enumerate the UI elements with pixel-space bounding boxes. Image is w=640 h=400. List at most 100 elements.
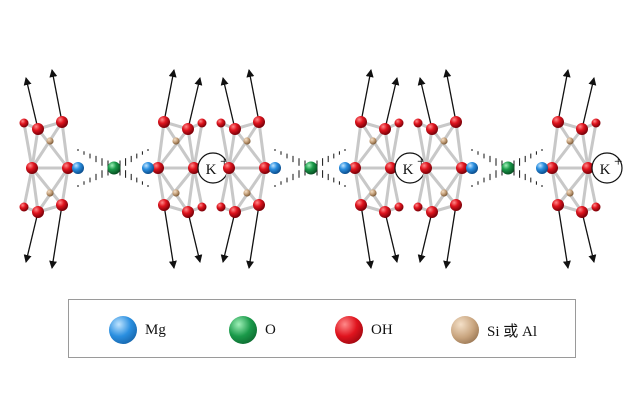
arrow [23,211,39,263]
bond [30,127,40,170]
legend-label-o: O [265,321,276,338]
oh-atom [546,162,558,174]
oh-atom [56,116,68,128]
structure-units: K+K+K+ [19,69,623,269]
bond [430,166,464,214]
bond [186,166,196,214]
oh-atom [582,162,594,174]
bond [30,120,64,170]
mg-atom [536,162,548,174]
bond [30,166,64,207]
bond [162,120,196,170]
oh-atom [19,202,29,212]
bond [416,121,428,170]
arrow [360,69,374,123]
bond [359,166,393,207]
mg-atom [72,162,84,174]
o-atom [107,161,121,175]
bond [586,121,598,170]
bond [60,166,70,207]
oh-atom [259,162,271,174]
mg-atom [142,162,154,174]
bond [353,166,363,207]
oh-atom [552,116,564,128]
oh-atom [576,206,588,218]
arrow [384,211,400,263]
k-ion-label: K [403,162,414,178]
bond [416,166,428,209]
arrow [220,211,236,263]
oh-atom [576,123,588,135]
bond [36,166,70,214]
oh-atom [355,199,367,211]
arrow [443,69,457,123]
oh-atom [188,162,200,174]
oh-atom [413,202,423,212]
bond [359,120,393,170]
legend-item-o: O [229,315,276,345]
arrow [163,204,177,269]
bond [227,120,261,170]
oh-atom [216,202,226,212]
oh-atom [197,202,207,212]
k-ion-charge: + [220,154,228,170]
oh-atom [253,116,265,128]
arrow [163,69,177,123]
oh-atom [355,116,367,128]
oh-atom [152,162,164,174]
bond [389,166,401,209]
si-al-atom [440,137,448,145]
legend-label-si-al: Si 或 Al [487,323,538,340]
bond [424,166,458,207]
arrow [49,204,63,269]
legend-label-mg: Mg [145,321,166,338]
oh-atom [26,162,38,174]
arrow [220,77,236,130]
oh-atom [456,162,468,174]
mineral-structure-diagram: K+K+K+ [19,69,623,269]
oh-atom [591,202,601,212]
oh-atom [32,123,44,135]
oh-atom [158,199,170,211]
arrow [417,77,433,130]
mg-atom [339,162,351,174]
oh-atom [229,206,241,218]
oh-atom [216,118,226,128]
oh-atom [349,162,361,174]
arrow [246,69,260,123]
si-al-atom [46,137,54,145]
oh-atom [591,118,601,128]
oh-atom [552,199,564,211]
legend-item-si-al: Si 或 Al [451,315,537,345]
si-al-atom [440,189,448,197]
bond [227,166,261,207]
oh-atom [56,199,68,211]
bond [219,121,231,170]
arrow [581,211,597,263]
arrow [581,77,597,130]
bond [156,166,190,214]
k-ion-charge: + [614,154,622,170]
bond [389,121,401,170]
legend-box: Mg O OH Si 或 Al [68,299,576,358]
oh-atom [182,123,194,135]
oh-atom [379,206,391,218]
oh-atom [420,162,432,174]
bond [430,127,464,170]
si-al-atom [172,137,180,145]
si-al-atom [46,189,54,197]
legend-item-mg: Mg [109,315,166,345]
legend-label-oh: OH [371,321,393,338]
arrow [187,211,203,263]
mg-atom [466,162,478,174]
k-ion-label: K [600,162,611,178]
bond [424,120,458,170]
oh-atom [253,199,265,211]
bond [550,127,584,170]
bond [550,166,560,207]
bond [257,166,267,207]
bond [156,127,190,170]
bond [186,127,196,170]
o-atom [304,161,318,175]
bond [353,127,387,170]
